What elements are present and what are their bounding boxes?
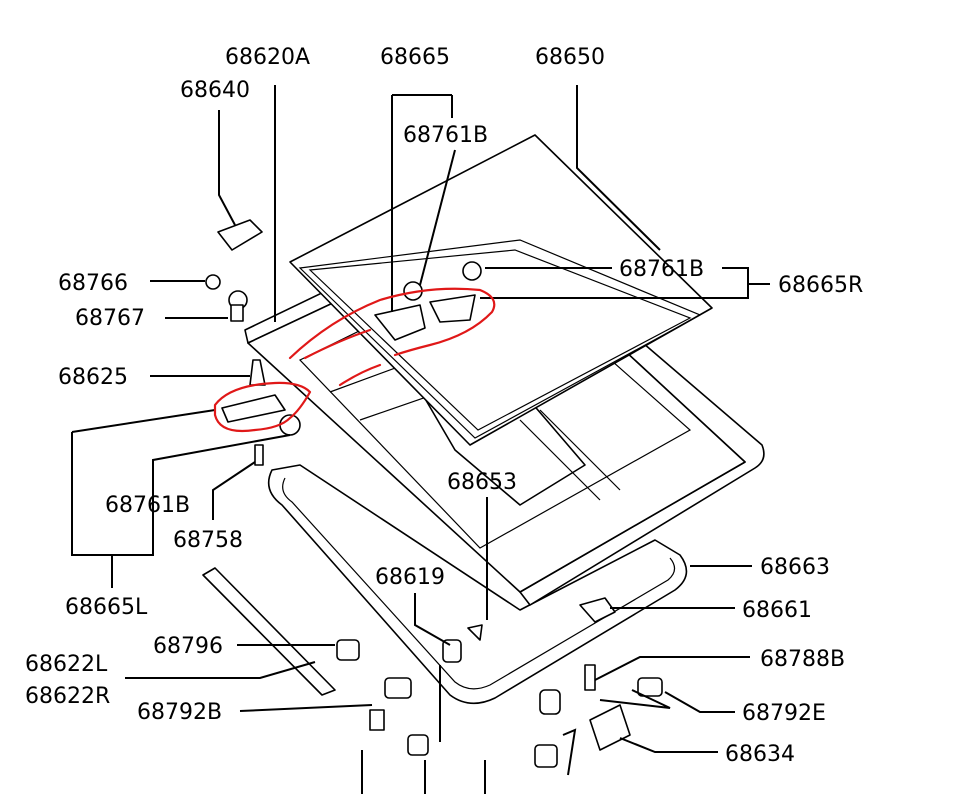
leader-lines <box>71 85 770 794</box>
label-68761B-left: 68761B <box>105 493 190 518</box>
label-68620A: 68620A <box>225 45 310 70</box>
label-68796: 68796 <box>153 634 223 659</box>
label-68665L: 68665L <box>65 595 148 620</box>
label-68622L: 68622L <box>25 652 108 677</box>
label-68622R: 68622R <box>25 684 110 709</box>
label-68661: 68661 <box>742 598 812 623</box>
label-68767: 68767 <box>75 306 145 331</box>
label-68665: 68665 <box>380 45 450 70</box>
label-68665R: 68665R <box>778 273 863 298</box>
red-annotation-marks[interactable] <box>213 287 496 433</box>
glass-panel-68650 <box>289 134 713 446</box>
label-68761B-top: 68761B <box>403 123 488 148</box>
label-68640: 68640 <box>180 78 250 103</box>
label-68663: 68663 <box>760 555 830 580</box>
label-68792E: 68792E <box>742 701 826 726</box>
label-68653: 68653 <box>447 470 517 495</box>
label-68634: 68634 <box>725 742 795 767</box>
part-labels: 68620A 68665 68650 68640 68761B 68766 68… <box>25 45 863 767</box>
label-68766: 68766 <box>58 271 128 296</box>
small-parts <box>202 219 663 768</box>
roof-seal-68663 <box>267 464 688 705</box>
label-68788B: 68788B <box>760 647 845 672</box>
label-68625: 68625 <box>58 365 128 390</box>
label-68758: 68758 <box>173 528 243 553</box>
label-68650: 68650 <box>535 45 605 70</box>
label-68792B: 68792B <box>137 700 222 725</box>
label-68761B-right: 68761B <box>619 257 704 282</box>
label-68619: 68619 <box>375 565 445 590</box>
